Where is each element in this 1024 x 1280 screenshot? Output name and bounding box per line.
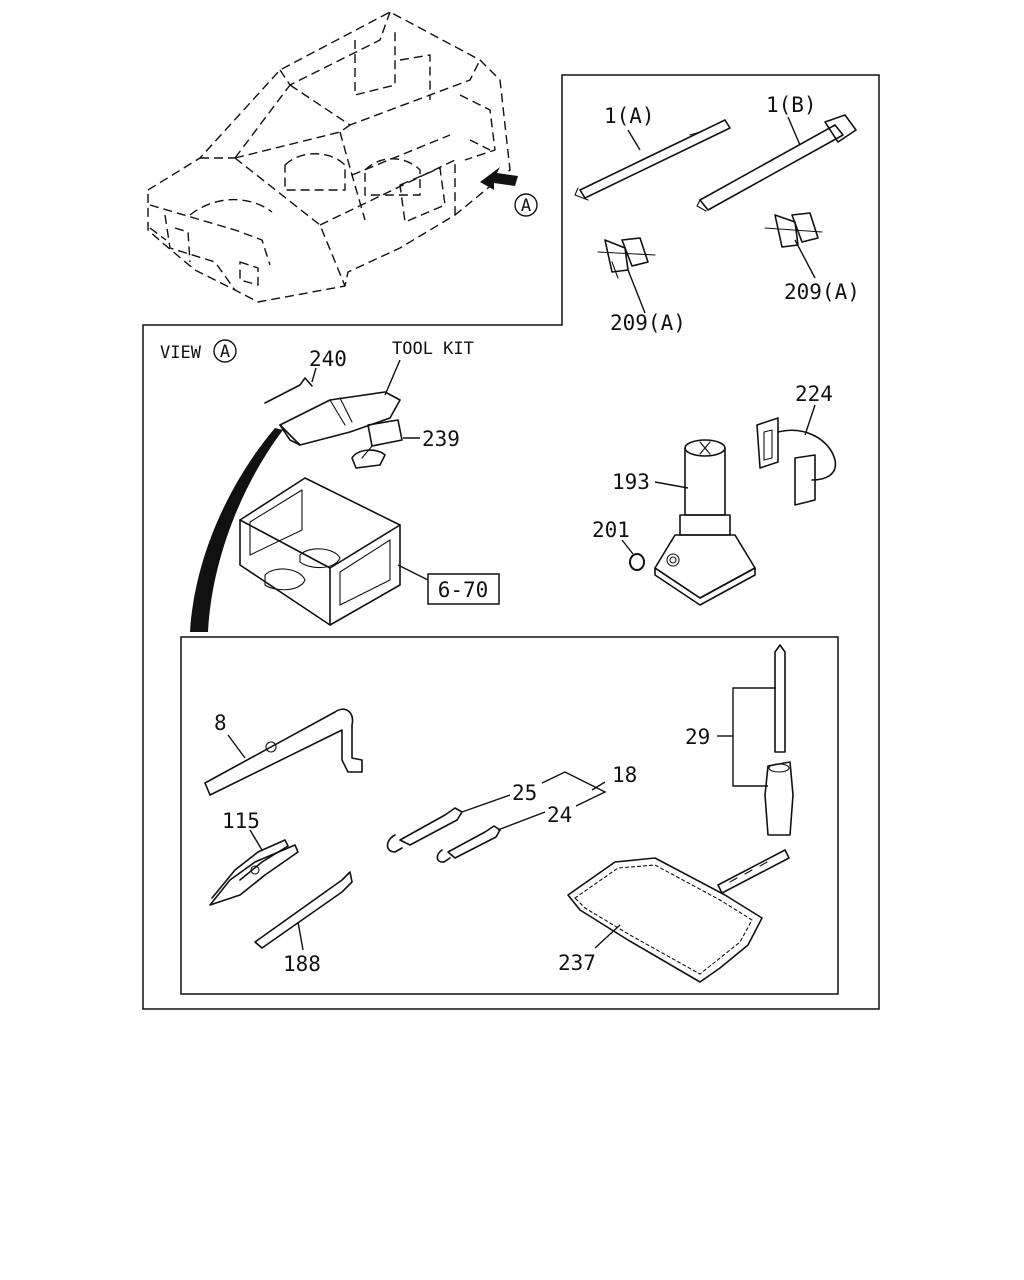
part-240-leader [311,367,317,383]
part-209a-right-leader [794,239,816,279]
part-188-leader [297,921,304,951]
view-marker-circle [213,339,237,363]
part-193-jack-illustration [654,439,756,606]
part-25-leader [461,794,511,813]
part-24-spanner-illustration [436,825,501,863]
part-209a-right-clip-illustration [764,212,823,248]
part-8-label: 8 [214,711,227,735]
part-24-label: 24 [547,803,572,827]
tool-kit-inner-frame [180,636,839,995]
part-1a-leader [627,129,641,151]
part-25-spanner-illustration [386,807,463,853]
part-25-label: 25 [512,781,537,805]
storage-tray-illustration [239,477,401,626]
part-201-ring [629,553,645,571]
tool-kit-bag-illustration [279,391,401,446]
part-8-leader [227,734,246,759]
part-18-label: 18 [612,763,637,787]
part-115-leader [249,829,263,851]
view-label: VIEW [160,343,202,363]
part-209a-right-label: 209(A) [784,280,860,304]
part-237-label: 237 [558,951,596,975]
part-193-leader [654,481,689,489]
part-29-label: 29 [685,725,710,749]
part-201-leader [621,539,634,555]
ref-box [427,573,500,605]
part-224-leader [804,404,816,436]
part-115-label: 115 [222,809,260,833]
part-237-bag-illustration [567,849,790,983]
callout-marker-letter: A [521,196,531,216]
part-193-label: 193 [612,470,650,494]
ref-box-leader [397,564,429,581]
part-1a-rod-illustration [574,119,731,201]
part-224-strap-illustration [756,417,837,506]
tool-kit-label: TOOL KIT [392,339,474,359]
ref-box-label: 6-70 [438,578,489,602]
part-115-pliers-illustration [209,839,299,906]
part-18-leader [591,781,606,791]
part-209a-left-clip-illustration [597,237,656,279]
part-239-label: 239 [422,427,460,451]
part-29-screwdriver-illustration [764,644,794,836]
part-224-label: 224 [795,382,833,406]
part-240-pin-illustration [264,377,313,404]
callout-marker-circle [514,193,538,217]
view-marker-letter: A [220,342,230,362]
part-188-rod-illustration [254,871,353,949]
part-8-wrench-illustration [204,708,363,796]
part-1b-leader [787,116,801,146]
part-18-bracket [541,771,607,807]
tool-kit-leader [384,359,401,396]
view-arrow [480,167,518,190]
part-209a-left-leader [627,269,646,314]
part-201-label: 201 [592,518,630,542]
outer-frame [142,74,880,1010]
part-209a-left-label: 209(A) [610,311,686,335]
part-24-leader [497,811,546,831]
part-1b-label: 1(B) [766,93,817,117]
part-1a-label: 1(A) [604,104,655,128]
view-connector-curve [190,428,283,632]
part-188-label: 188 [283,952,321,976]
part-237-leader [594,924,621,949]
part-239-bracket-illustration [351,419,403,469]
part-29-bracket [732,687,776,787]
part-240-label: 240 [309,347,347,371]
part-1b-handle-illustration [696,114,857,212]
vehicle-body-illustration [147,11,511,303]
